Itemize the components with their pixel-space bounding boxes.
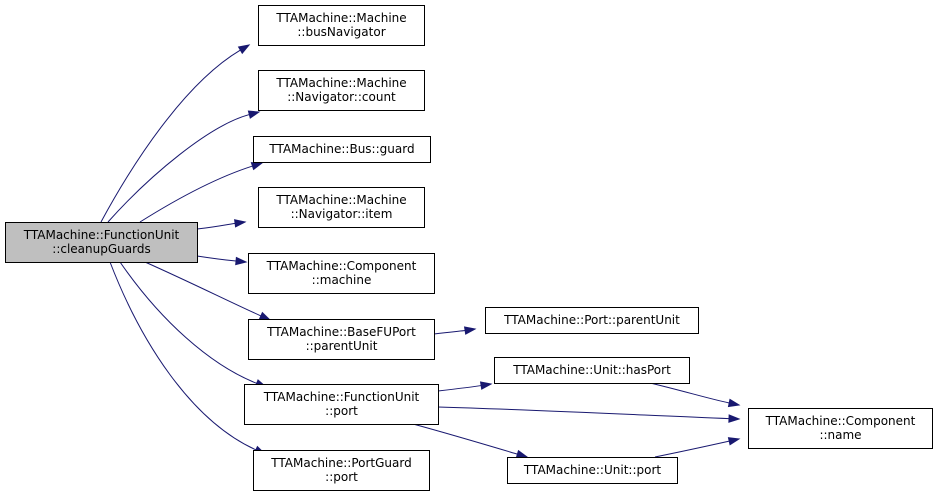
node-box <box>253 136 431 163</box>
node-box <box>253 450 430 491</box>
edge-cleanupGuards-to-navItem <box>196 222 236 230</box>
arrowhead-fuPort-to-unitPort <box>515 449 529 459</box>
node-unitPort[interactable]: TTAMachine::Unit::port <box>507 457 678 484</box>
node-compName[interactable]: TTAMachine::Component::name <box>748 408 933 449</box>
edge-baseFUPortParent-to-portParentUnit <box>433 330 466 335</box>
arrowhead-cleanupGuards-to-busNavigator <box>237 44 251 55</box>
node-label: TTAMachine::Component <box>765 414 916 428</box>
node-compMachine[interactable]: TTAMachine::Component::machine <box>248 253 435 294</box>
node-label: ::port <box>325 404 358 418</box>
arrowhead-cleanupGuards-to-navCount <box>247 110 261 119</box>
node-label: TTAMachine::BaseFUPort <box>266 325 416 339</box>
node-box <box>258 5 425 46</box>
edge-unitPort-to-compName <box>654 440 730 458</box>
node-box <box>258 187 425 228</box>
arrowhead-cleanupGuards-to-baseFUPortParent <box>258 311 272 321</box>
edge-fuPort-to-unitHasPort <box>437 385 482 392</box>
node-box <box>507 457 678 484</box>
node-label: ::machine <box>312 273 372 287</box>
node-cleanupGuards[interactable]: TTAMachine::FunctionUnit::cleanupGuards <box>5 222 198 263</box>
arrowhead-cleanupGuards-to-navItem <box>234 219 247 228</box>
nodes-layer: TTAMachine::FunctionUnit::cleanupGuardsT… <box>5 5 933 491</box>
arrowhead-unitPort-to-compName <box>727 437 741 446</box>
edge-cleanupGuards-to-busGuard <box>139 165 253 223</box>
node-box <box>248 319 435 360</box>
edge-cleanupGuards-to-fuPort <box>119 261 257 384</box>
node-label: TTAMachine::Unit::port <box>523 463 661 477</box>
node-busGuard[interactable]: TTAMachine::Bus::guard <box>253 136 431 163</box>
node-label: TTAMachine::Component <box>266 259 417 273</box>
arrowhead-fuPort-to-compName <box>728 414 741 423</box>
node-label: ::parentUnit <box>306 339 378 353</box>
node-baseFUPortParent[interactable]: TTAMachine::BaseFUPort::parentUnit <box>248 319 435 360</box>
node-box <box>5 222 198 263</box>
node-label: ::cleanupGuards <box>52 242 150 256</box>
edge-fuPort-to-compName <box>437 406 730 420</box>
node-box <box>748 408 933 449</box>
node-busNavigator[interactable]: TTAMachine::Machine::busNavigator <box>258 5 425 46</box>
edges-layer <box>100 44 741 459</box>
node-navItem[interactable]: TTAMachine::Machine::Navigator::item <box>258 187 425 228</box>
node-label: TTAMachine::Port::parentUnit <box>503 313 680 327</box>
node-label: ::name <box>819 428 861 442</box>
arrowhead-cleanupGuards-to-busGuard <box>250 162 264 171</box>
edge-cleanupGuards-to-baseFUPortParent <box>144 261 262 317</box>
node-box <box>244 384 439 425</box>
arrowhead-cleanupGuards-to-compMachine <box>235 256 248 266</box>
node-label: ::Navigator::count <box>287 90 396 104</box>
edge-cleanupGuards-to-compMachine <box>196 255 237 262</box>
node-label: TTAMachine::PortGuard <box>270 456 411 470</box>
node-navCount[interactable]: TTAMachine::Machine::Navigator::count <box>258 70 425 111</box>
node-label: ::port <box>325 470 358 484</box>
node-box <box>248 253 435 294</box>
node-portGuardPort[interactable]: TTAMachine::PortGuard::port <box>253 450 430 491</box>
edge-fuPort-to-unitPort <box>412 423 518 455</box>
edge-cleanupGuards-to-busNavigator <box>100 49 241 223</box>
node-box <box>485 307 699 334</box>
node-unitHasPort[interactable]: TTAMachine::Unit::hasPort <box>494 357 690 384</box>
arrowhead-unitHasPort-to-compName <box>727 398 741 408</box>
node-label: TTAMachine::Machine <box>275 76 406 90</box>
node-label: TTAMachine::Machine <box>275 11 406 25</box>
node-label: TTAMachine::Unit::hasPort <box>512 363 671 377</box>
node-label: ::busNavigator <box>297 25 385 39</box>
edge-cleanupGuards-to-portGuardPort <box>109 261 257 451</box>
arrowhead-fuPort-to-unitHasPort <box>479 381 493 390</box>
node-label: TTAMachine::FunctionUnit <box>263 390 420 404</box>
node-label: TTAMachine::Machine <box>275 193 406 207</box>
node-label: ::Navigator::item <box>291 207 393 221</box>
node-fuPort[interactable]: TTAMachine::FunctionUnit::port <box>244 384 439 425</box>
node-portParentUnit[interactable]: TTAMachine::Port::parentUnit <box>485 307 699 334</box>
node-label: TTAMachine::Bus::guard <box>268 142 414 156</box>
arrowhead-baseFUPortParent-to-portParentUnit <box>463 326 477 335</box>
node-label: TTAMachine::FunctionUnit <box>23 228 180 242</box>
node-box <box>258 70 425 111</box>
edge-cleanupGuards-to-navCount <box>107 114 250 223</box>
node-box <box>494 357 690 384</box>
edge-unitHasPort-to-compName <box>649 382 730 404</box>
